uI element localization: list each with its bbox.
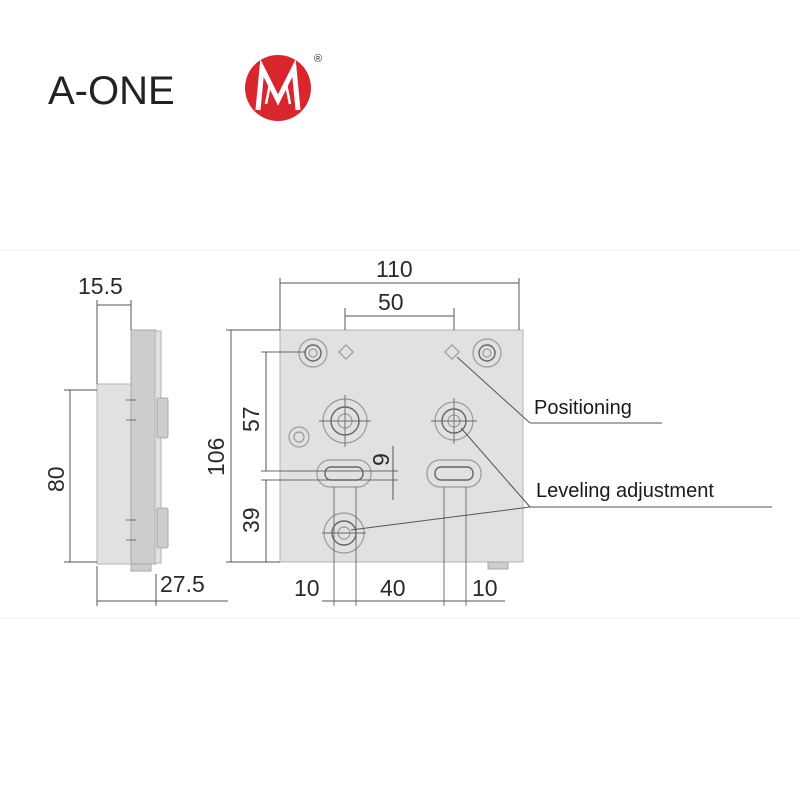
front-dimensions: 110 50 106 57 39 9 10 40 10	[203, 256, 520, 602]
top-left-bushing	[298, 338, 328, 368]
dim-side-depth: 27.5	[160, 571, 205, 597]
callout-positioning-label: Positioning	[534, 397, 632, 419]
callout-leveling: Leveling adjustment	[350, 427, 772, 531]
dim-side-height: 80	[43, 466, 69, 492]
top-right-bushing	[472, 338, 502, 368]
side-main-plate	[130, 329, 157, 565]
dim-side-thickness: 15.5	[78, 273, 123, 299]
side-dimensions: 15.5 80 27.5	[43, 273, 228, 606]
dim-lower-offset: 39	[238, 507, 264, 533]
dim-bottom-left: 10	[294, 575, 320, 601]
side-base-plate	[96, 383, 132, 565]
dim-bottom-right: 10	[472, 575, 498, 601]
front-plate	[279, 329, 524, 563]
side-foot	[130, 563, 152, 572]
left-clamping-boss	[319, 395, 371, 447]
registered-mark: ®	[314, 53, 322, 65]
front-view	[261, 329, 524, 606]
brand-name: A-ONE	[48, 69, 175, 113]
dim-front-width: 110	[376, 256, 413, 282]
side-upper-stud	[156, 397, 169, 439]
right-adjust-slot	[426, 459, 482, 488]
top-left-positioning-pin	[338, 344, 354, 360]
brand-header: A-ONE ®	[48, 53, 322, 121]
brand-logo-icon	[245, 55, 311, 121]
side-plate-edge	[154, 330, 162, 564]
dim-slot-offset: 9	[368, 453, 394, 466]
dim-front-height: 106	[203, 438, 229, 476]
front-foot	[487, 561, 509, 570]
side-lower-stud	[156, 507, 169, 549]
dim-upper-offset: 57	[238, 406, 264, 432]
callout-leveling-label: Leveling adjustment	[536, 480, 714, 502]
right-clamping-boss	[431, 398, 477, 444]
dim-bottom-middle: 40	[380, 575, 406, 601]
small-screw-left	[288, 426, 310, 448]
top-right-positioning-pin	[444, 344, 460, 360]
callout-positioning: Positioning	[456, 356, 662, 424]
dim-hole-spacing: 50	[378, 289, 404, 315]
side-view	[96, 329, 169, 572]
